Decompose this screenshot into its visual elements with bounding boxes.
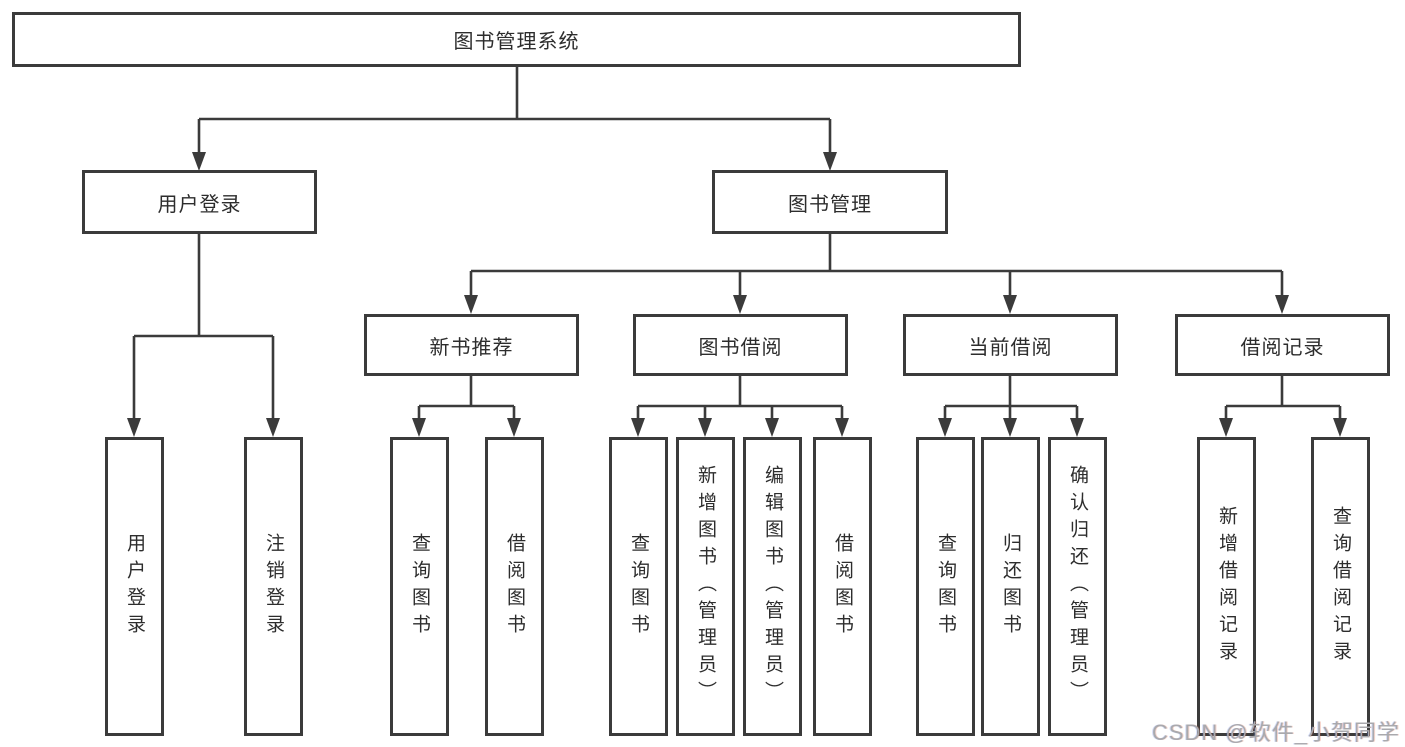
node-label: 新增借阅记录 — [1216, 505, 1237, 668]
node-label: 编辑图书（管理员） — [762, 465, 783, 708]
connector-book-borrow-children — [636, 376, 844, 419]
leaf-user-login: 用户登录 — [105, 437, 164, 736]
node-label: 查询图书 — [409, 532, 430, 641]
connector-current-borrow-children — [943, 376, 1079, 419]
arrowheads-user-login-children — [127, 418, 280, 437]
node-label: 图书借阅 — [698, 336, 783, 359]
node-label: 图书管理系统 — [453, 31, 580, 53]
node-book-management: 图书管理 — [712, 170, 948, 234]
leaf-borrow-books-recommend: 借阅图书 — [485, 437, 544, 736]
node-new-book-recommend: 新书推荐 — [364, 314, 579, 376]
node-label: 借阅图书 — [504, 532, 525, 641]
node-label: 注销登录 — [263, 532, 284, 641]
node-root-library-system: 图书管理系统 — [12, 12, 1021, 67]
node-label: 查询图书 — [628, 532, 649, 641]
node-label: 用户登录 — [157, 193, 242, 216]
node-label: 确认归还（管理员） — [1067, 465, 1088, 708]
node-label: 图书管理 — [788, 193, 872, 216]
node-book-borrow: 图书借阅 — [633, 314, 848, 376]
node-current-borrow: 当前借阅 — [903, 314, 1118, 376]
node-label: 借阅图书 — [832, 532, 853, 641]
node-user-login: 用户登录 — [82, 170, 317, 234]
arrowheads-leaves — [412, 418, 1347, 437]
arrowheads-level2 — [192, 152, 837, 171]
leaf-edit-books-admin: 编辑图书（管理员） — [743, 437, 802, 736]
node-label: 借阅记录 — [1240, 336, 1325, 359]
leaf-add-borrow-record: 新增借阅记录 — [1197, 437, 1256, 736]
connector-borrow-records-children — [1224, 376, 1342, 419]
leaf-confirm-return-admin: 确认归还（管理员） — [1048, 437, 1107, 736]
node-label: 新书推荐 — [429, 336, 514, 359]
leaf-query-books-current: 查询图书 — [916, 437, 975, 736]
node-label: 归还图书 — [1000, 532, 1021, 641]
node-label: 查询图书 — [935, 532, 956, 641]
node-borrow-records: 借阅记录 — [1175, 314, 1390, 376]
connector-new-book-recommend-children — [417, 376, 516, 419]
leaf-return-books: 归还图书 — [981, 437, 1040, 736]
node-label: 新增图书（管理员） — [695, 465, 716, 708]
leaf-query-borrow-record: 查询借阅记录 — [1311, 437, 1370, 736]
csdn-watermark: CSDN @软件_小贺同学 — [1151, 720, 1400, 745]
connector-user-login-children — [132, 234, 275, 419]
connector-book-management-to-level3 — [469, 234, 1284, 296]
connector-root-to-level2 — [197, 67, 832, 153]
node-label: 当前借阅 — [968, 336, 1053, 359]
node-label: 用户登录 — [124, 532, 145, 641]
leaf-add-books-admin: 新增图书（管理员） — [676, 437, 735, 736]
arrowheads-level3 — [464, 295, 1289, 314]
leaf-logout: 注销登录 — [244, 437, 303, 736]
node-label: 查询借阅记录 — [1330, 505, 1351, 668]
leaf-query-books-recommend: 查询图书 — [390, 437, 449, 736]
leaf-borrow-books: 借阅图书 — [813, 437, 872, 736]
leaf-query-books-borrow: 查询图书 — [609, 437, 668, 736]
